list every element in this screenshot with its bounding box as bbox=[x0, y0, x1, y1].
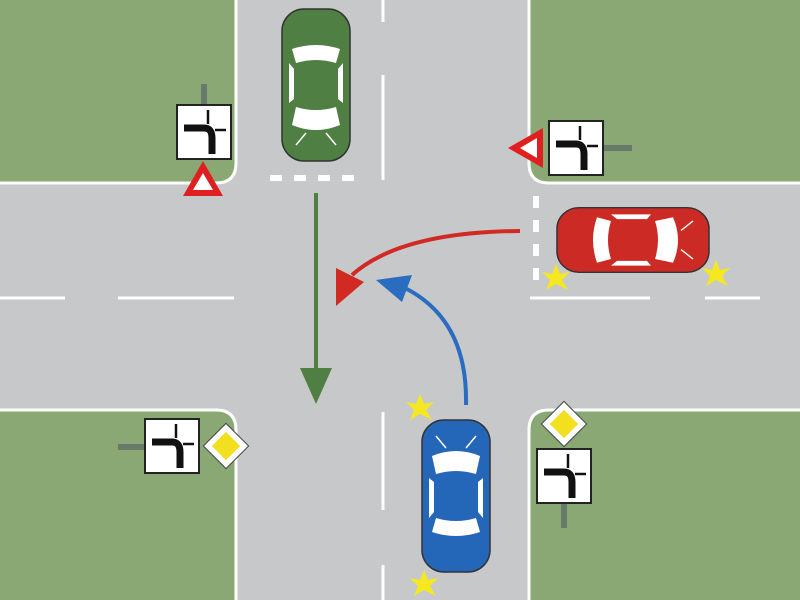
lane-markings bbox=[0, 0, 760, 600]
blue-car bbox=[421, 419, 491, 573]
green-arrow bbox=[300, 193, 332, 404]
arrows bbox=[300, 193, 521, 406]
sign-se bbox=[537, 400, 591, 528]
blue-arrow bbox=[376, 275, 469, 406]
red-car bbox=[556, 206, 710, 274]
grass-se bbox=[527, 408, 800, 600]
green-car bbox=[281, 8, 351, 162]
sign-nw bbox=[177, 84, 231, 196]
priority-road-direction-icon bbox=[177, 105, 231, 159]
red-arrow bbox=[336, 229, 521, 306]
priority-road-direction-icon bbox=[537, 449, 591, 503]
priority-road-direction-icon bbox=[145, 419, 199, 473]
yield-lines bbox=[270, 175, 539, 280]
sign-sw bbox=[118, 419, 250, 473]
sign-ne bbox=[508, 121, 632, 175]
priority-road-direction-icon bbox=[549, 121, 603, 175]
grass-sw bbox=[0, 408, 238, 600]
